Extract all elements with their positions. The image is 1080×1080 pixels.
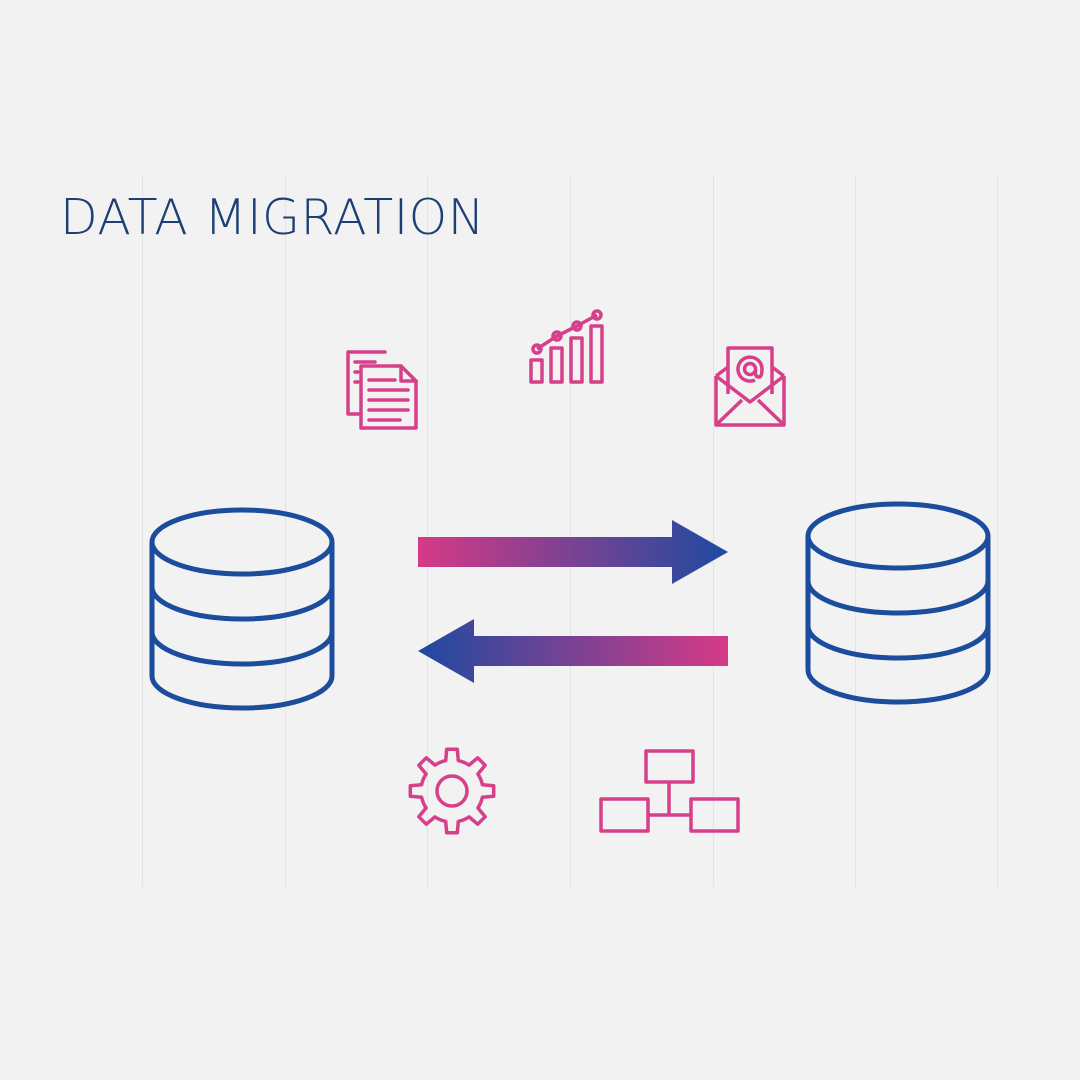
gridline (855, 175, 856, 887)
gridline (570, 175, 571, 887)
gridline (142, 175, 143, 887)
gear-center-icon (435, 774, 469, 808)
arrow-left-icon (418, 619, 728, 683)
gridline (427, 175, 428, 887)
bar-chart-icon (529, 309, 604, 384)
gridline (713, 175, 714, 887)
email-icon (714, 346, 786, 427)
hierarchy-icon (599, 749, 740, 833)
gridline (285, 175, 286, 887)
documents-icon (346, 350, 418, 430)
gridline (997, 175, 998, 887)
source-database-icon (149, 507, 335, 711)
target-database-icon (805, 501, 991, 705)
page-title: DATA MIGRATION (60, 189, 485, 246)
arrow-right-icon (418, 520, 728, 584)
gear-icon (408, 747, 496, 835)
